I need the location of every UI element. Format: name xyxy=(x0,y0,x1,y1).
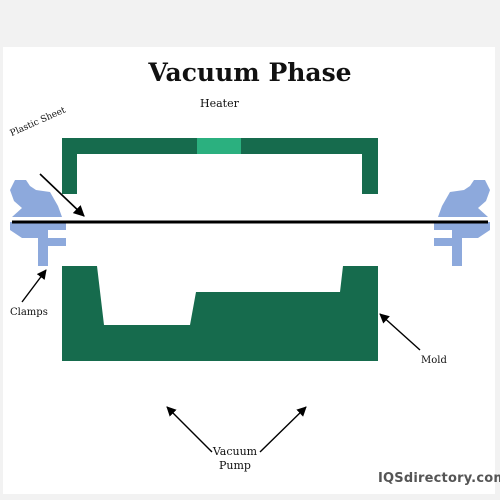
clamps-label: Clamps xyxy=(10,307,48,318)
vacuum-arrow-right xyxy=(259,406,307,453)
mold-label: Mold xyxy=(421,355,447,366)
diagram-title: Vacuum Phase xyxy=(148,58,352,87)
vacuum-pump-label: Vacuum Pump xyxy=(212,445,258,472)
mold-arrow xyxy=(379,313,421,351)
clamps-arrow xyxy=(21,269,47,303)
heater xyxy=(62,138,378,194)
vacuum-arrow-left xyxy=(166,406,213,453)
heater-element xyxy=(197,138,241,154)
heater-label: Heater xyxy=(200,97,239,110)
plastic-sheet-arrow xyxy=(39,173,85,217)
mold xyxy=(62,266,378,361)
site-logo: IQSdirectory.com xyxy=(378,471,500,486)
